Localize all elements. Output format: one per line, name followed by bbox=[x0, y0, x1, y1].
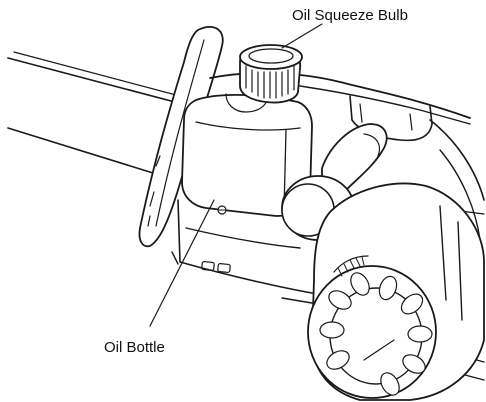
oil-squeeze-bulb-label: Oil Squeeze Bulb bbox=[292, 7, 408, 24]
rear-handle-cylinder bbox=[307, 182, 485, 401]
front-hand-guard bbox=[138, 25, 224, 248]
leader-lines bbox=[149, 23, 323, 327]
squeeze-bulb-leader bbox=[281, 23, 323, 49]
oil-bottle-label: Oil Bottle bbox=[104, 339, 165, 356]
oil-bottle-leader bbox=[149, 199, 215, 327]
oil-squeeze-bulb bbox=[239, 44, 303, 104]
